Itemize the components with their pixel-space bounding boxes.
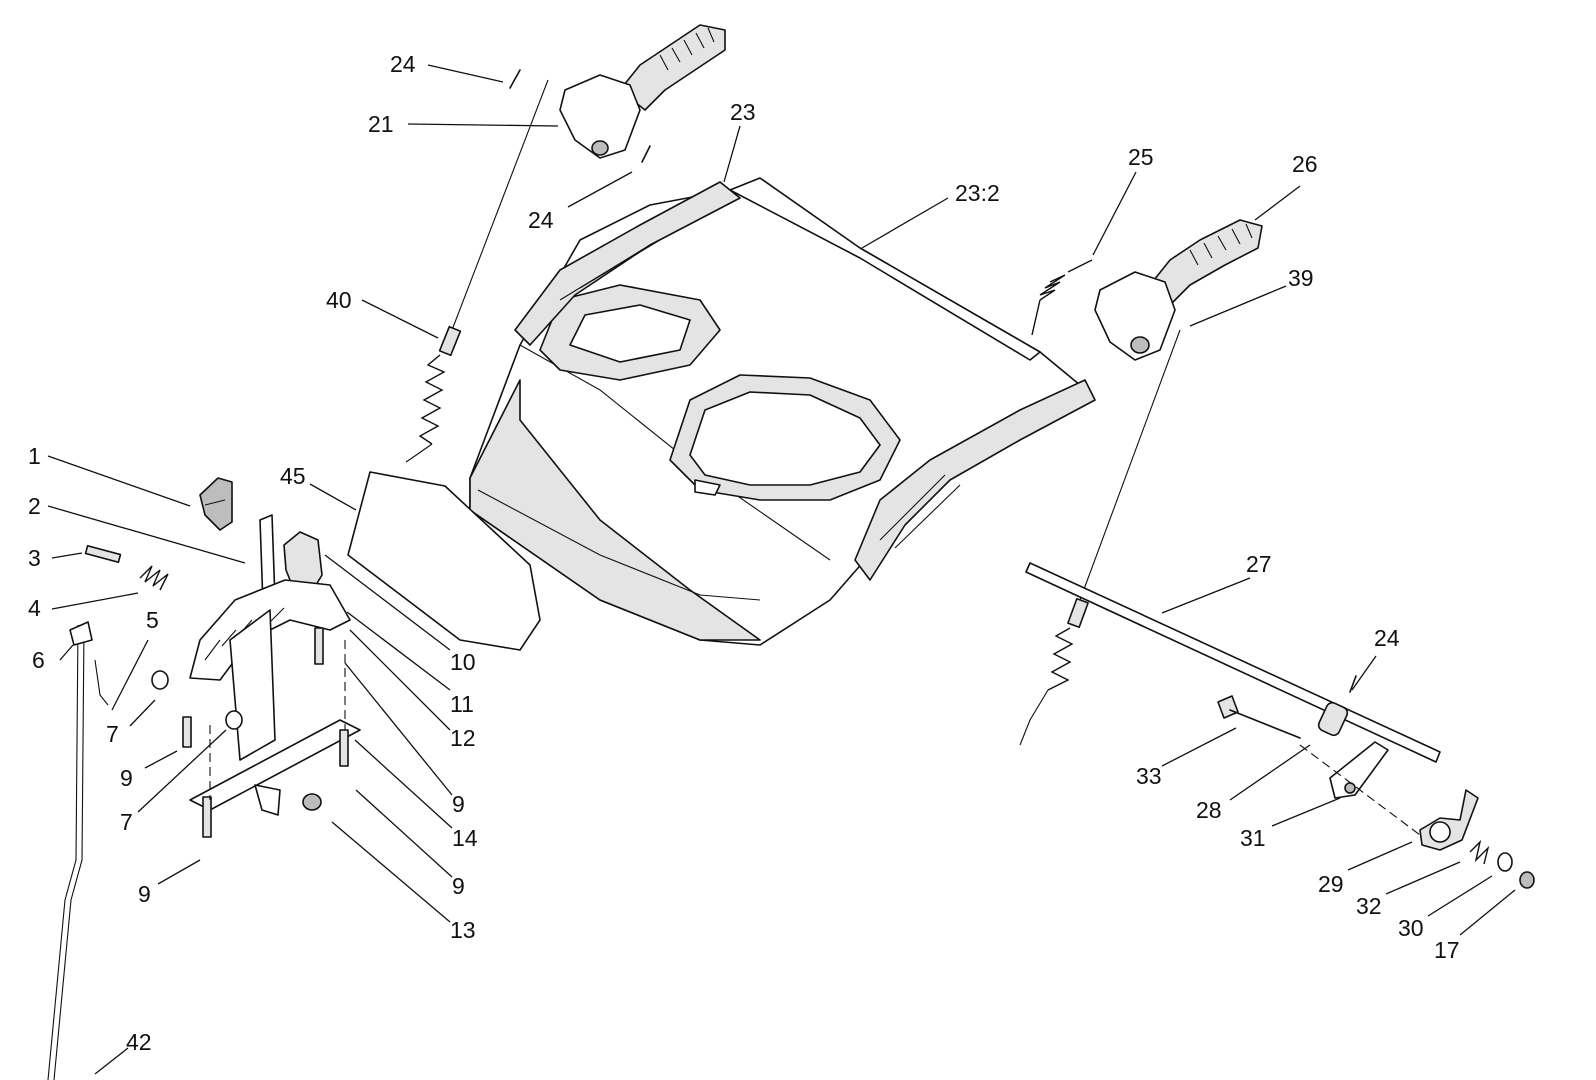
callout-24-mid: 24: [528, 207, 554, 233]
callout-2: 2: [28, 493, 41, 519]
callout-21: 21: [368, 111, 394, 137]
callout-4: 4: [28, 595, 41, 621]
cable-40: [405, 79, 549, 463]
callout-10: 10: [450, 649, 476, 675]
callout-12: 12: [450, 725, 476, 751]
right-handle-grip: [1094, 219, 1263, 361]
callout-39: 39: [1288, 265, 1314, 291]
callout-7-b: 7: [120, 809, 133, 835]
dash-panel: [469, 177, 1096, 646]
callout-45: 45: [280, 463, 306, 489]
callout-33: 33: [1136, 763, 1162, 789]
spring-25: [1031, 274, 1066, 336]
callout-40: 40: [326, 287, 352, 313]
callout-27: 27: [1246, 551, 1272, 577]
callout-7-a: 7: [106, 721, 119, 747]
callout-23: 23: [730, 99, 756, 125]
callout-11: 11: [450, 691, 474, 717]
callout-31: 31: [1240, 825, 1266, 851]
callout-6: 6: [32, 647, 45, 673]
callout-29: 29: [1318, 871, 1344, 897]
callout-17: 17: [1434, 937, 1460, 963]
callout-1: 1: [28, 443, 41, 469]
callout-28: 28: [1196, 797, 1222, 823]
callout-9-a: 9: [120, 765, 133, 791]
callout-13: 13: [450, 917, 476, 943]
callout-26: 26: [1292, 151, 1318, 177]
pin-24-mid: [641, 145, 651, 163]
callout-42: 42: [126, 1029, 152, 1055]
callout-9-d: 9: [138, 881, 151, 907]
callout-14: 14: [452, 825, 478, 851]
callout-9-c: 9: [452, 873, 465, 899]
callout-25: 25: [1128, 144, 1154, 170]
left-handle-grip: [559, 24, 726, 159]
callout-labels: 24 21 23 25 26 23:2 24 39 40 1 45 2 3 27…: [28, 51, 1460, 1055]
callout-3: 3: [28, 545, 41, 571]
cable-39: [1019, 329, 1181, 746]
pin-24-top: [509, 69, 521, 89]
leader-lines: [47, 64, 1516, 1075]
cross-shaft-group: [1025, 562, 1535, 889]
callout-5: 5: [146, 607, 159, 633]
callout-30: 30: [1398, 915, 1424, 941]
callout-32: 32: [1356, 893, 1382, 919]
pin-24-right: [1349, 675, 1357, 693]
callout-24-top: 24: [390, 51, 416, 77]
callout-24-right: 24: [1374, 625, 1400, 651]
callout-9-b: 9: [452, 791, 465, 817]
callout-23-2: 23:2: [955, 180, 1000, 206]
shift-console-group: [47, 471, 541, 1080]
